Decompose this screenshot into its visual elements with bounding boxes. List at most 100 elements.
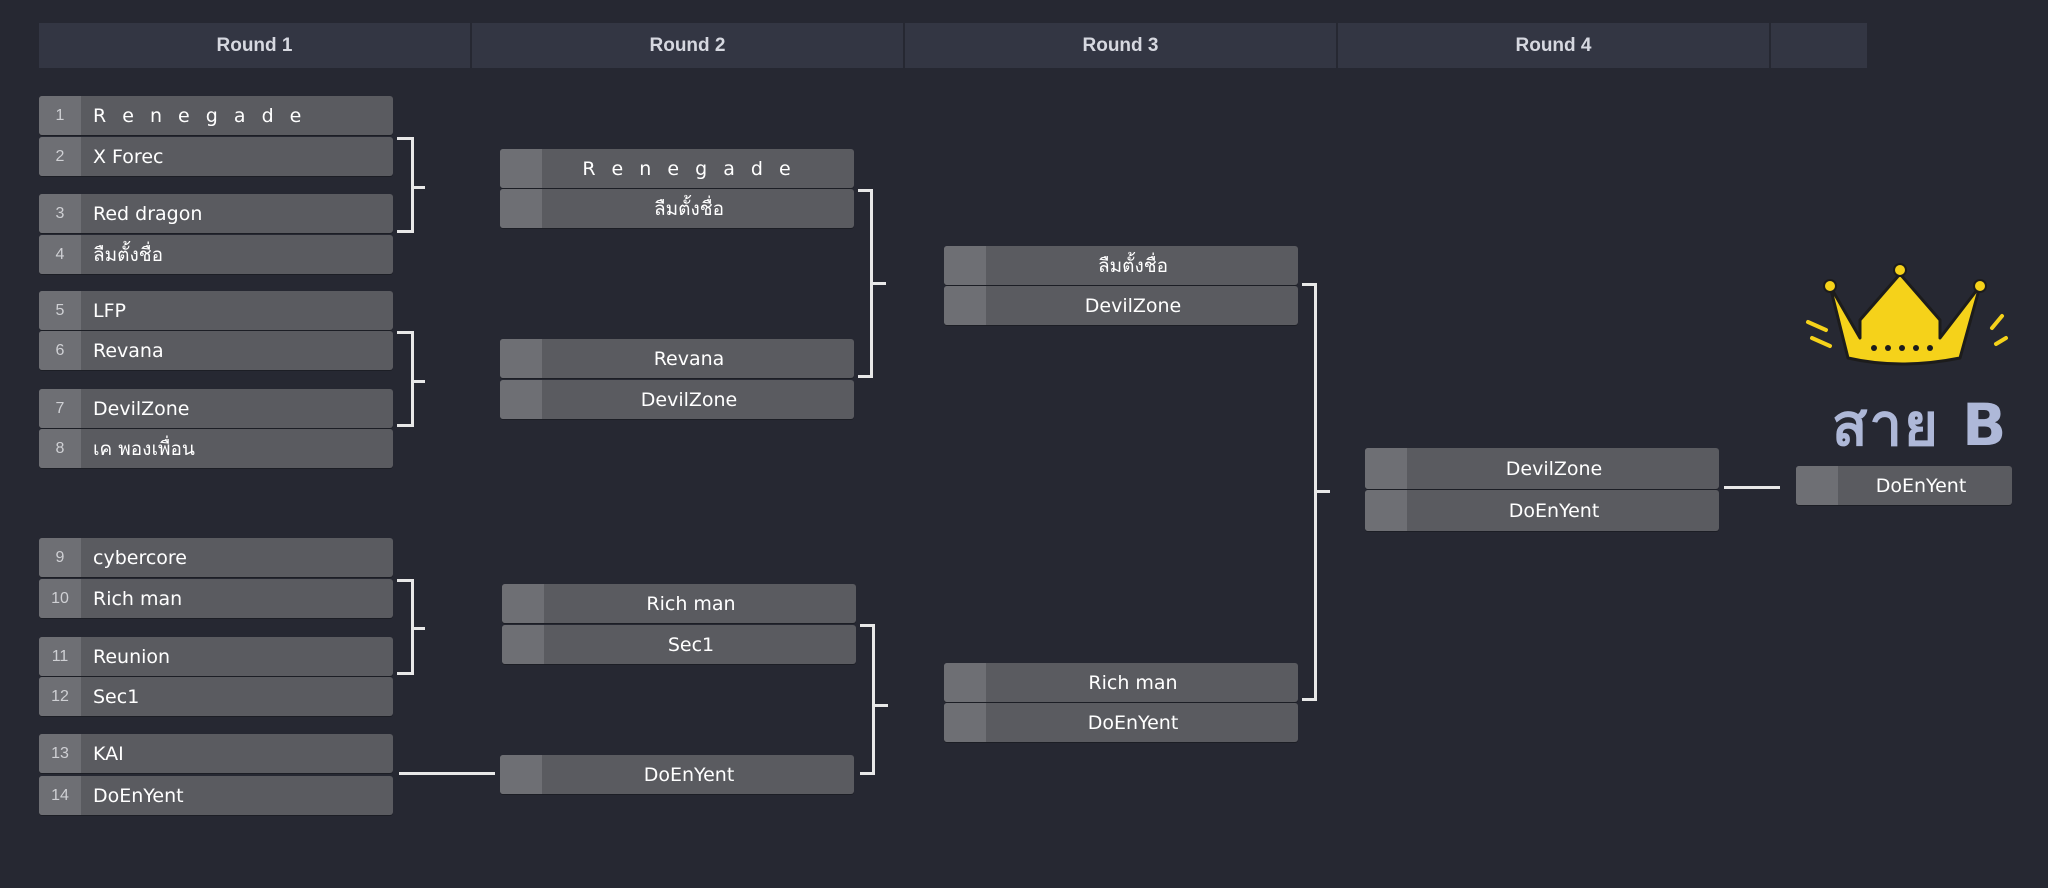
r1-slot-11[interactable]: 11 Reunion [39,637,393,676]
connector-line [1302,698,1317,701]
seed-box [944,663,986,702]
connector-line [411,380,425,383]
seed-box [502,625,544,664]
r2-slot-7[interactable]: DoEnYent [500,755,854,794]
team-name: cybercore [93,546,187,569]
seed-box [944,246,986,285]
seed-box [500,380,542,419]
seed-box [500,339,542,378]
seed-box [1796,466,1838,505]
r4-slot-1[interactable]: DevilZone [1365,448,1719,489]
team-name: Sec1 [93,685,140,708]
r1-slot-14[interactable]: 14 DoEnYent [39,776,393,815]
seed-number: 1 [39,96,81,135]
seed-box [944,286,986,325]
r3-slot-1[interactable]: ลืมตั้งชื่อ [944,246,1298,285]
r3-slot-2[interactable]: DevilZone [944,286,1298,325]
seed-number: 6 [39,331,81,370]
connector-line [397,331,414,334]
team-name: Revana [93,339,164,362]
connector-line [399,772,495,775]
connector-line [411,186,425,189]
seed-box [500,189,542,228]
seed-number: 5 [39,291,81,330]
connector-line [397,579,414,582]
team-name: X Forec [93,145,164,168]
seed-number: 12 [39,677,81,716]
r2-slot-4[interactable]: DevilZone [500,380,854,419]
r4-slot-2[interactable]: DoEnYent [1365,490,1719,531]
r2-slot-1[interactable]: R e n e g a d e [500,149,854,188]
team-name: Sec1 [667,633,715,656]
r2-slot-3[interactable]: Revana [500,339,854,378]
connector-line [870,282,886,285]
team-name: เค พองเพื่อน [93,437,195,460]
team-name: ลืมตั้งชื่อ [93,243,164,266]
connector-line [872,704,888,707]
team-name: DevilZone [1505,457,1603,480]
connector-line [858,189,873,192]
seed-number: 3 [39,194,81,233]
connector-line [411,137,414,233]
round-header-bar: Round 1 Round 2 Round 3 Round 4 [39,23,1869,68]
seed-number: 13 [39,734,81,773]
team-name: ลืมตั้งชื่อ [653,197,725,220]
seed-number: 2 [39,137,81,176]
team-name: R e n e g a d e [582,157,796,180]
connector-line [858,375,873,378]
seed-box [502,584,544,623]
team-name: Rich man [93,587,183,610]
crown-icon [1800,258,2010,368]
connector-line [397,672,414,675]
round-3-header: Round 3 [905,23,1338,68]
team-name: Rich man [646,592,736,615]
r1-slot-4[interactable]: 4 ลืมตั้งชื่อ [39,235,393,274]
team-name: Reunion [93,645,171,668]
connector-line [411,331,414,427]
r1-slot-7[interactable]: 7 DevilZone [39,389,393,428]
team-name: LFP [93,299,126,322]
round-1-header: Round 1 [39,23,472,68]
seed-number: 9 [39,538,81,577]
seed-box [500,149,542,188]
r1-slot-2[interactable]: 2 X Forec [39,137,393,176]
bracket-title: สาย B [1832,391,2009,459]
r1-slot-10[interactable]: 10 Rich man [39,579,393,618]
seed-number: 10 [39,579,81,618]
connector-line [411,627,425,630]
seed-number: 14 [39,776,81,815]
r2-slot-6[interactable]: Sec1 [502,625,856,664]
r1-slot-6[interactable]: 6 Revana [39,331,393,370]
r2-slot-5[interactable]: Rich man [502,584,856,623]
seed-number: 4 [39,235,81,274]
final-header [1771,23,1869,68]
r3-slot-3[interactable]: Rich man [944,663,1298,702]
r1-slot-9[interactable]: 9 cybercore [39,538,393,577]
team-name: DoEnYent [1087,711,1179,734]
round-4-header: Round 4 [1338,23,1771,68]
champion-slot[interactable]: DoEnYent [1796,466,2012,505]
seed-number: 7 [39,389,81,428]
team-name: Rich man [1088,671,1178,694]
connector-line [860,772,875,775]
connector-line [1314,490,1330,493]
r1-slot-5[interactable]: 5 LFP [39,291,393,330]
seed-box [500,755,542,794]
connector-line [1302,283,1317,286]
connector-line [872,624,875,775]
r1-slot-12[interactable]: 12 Sec1 [39,677,393,716]
team-name: DoEnYent [93,784,184,807]
r3-slot-4[interactable]: DoEnYent [944,703,1298,742]
r1-slot-1[interactable]: 1 R e n e g a d e [39,96,393,135]
champion-name: DoEnYent [1875,474,1967,497]
team-name: DevilZone [1084,294,1182,317]
seed-box [1365,490,1407,531]
team-name: DevilZone [93,397,190,420]
r2-slot-2[interactable]: ลืมตั้งชื่อ [500,189,854,228]
team-name: R e n e g a d e [93,104,307,127]
seed-number: 11 [39,637,81,676]
team-name: DoEnYent [1508,499,1600,522]
